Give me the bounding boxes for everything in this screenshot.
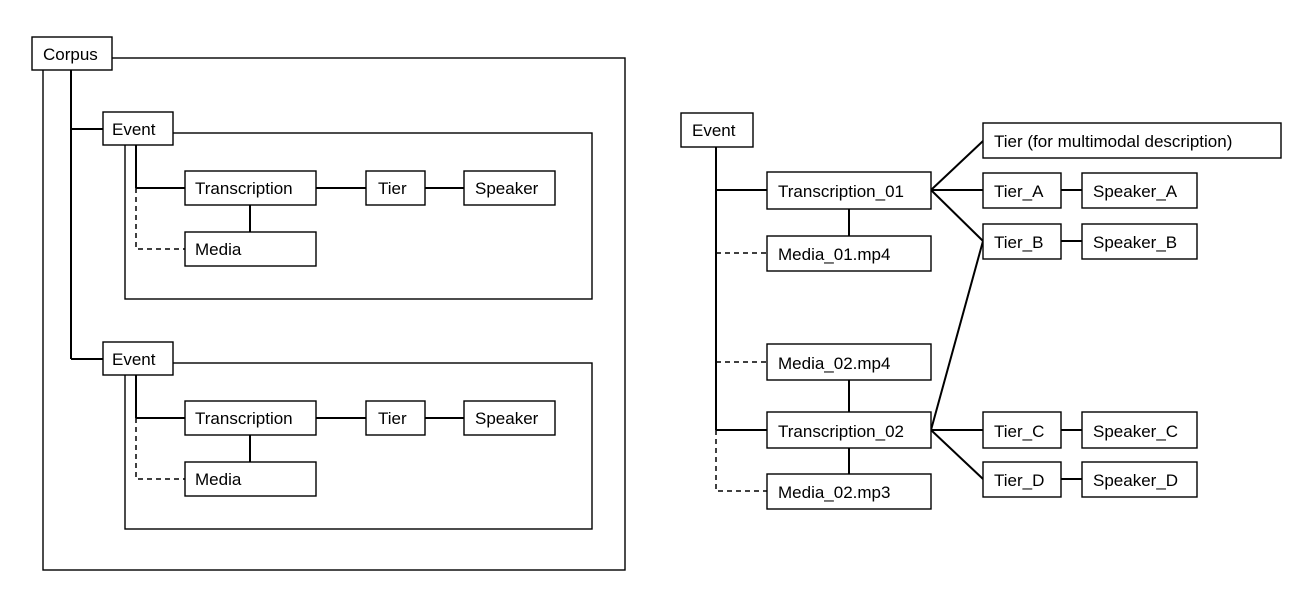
media-node-1: Media	[184, 231, 317, 267]
transcription-01-label: Transcription_01	[778, 182, 904, 201]
tier-c-label: Tier_C	[994, 422, 1044, 441]
speaker-d-node: Speaker_D	[1081, 461, 1198, 498]
tier-multimodal-label: Tier (for multimodal description)	[994, 132, 1232, 151]
event-to-media-02-mp3-dashed	[715, 430, 767, 492]
tier-label: Tier	[378, 409, 407, 428]
media-01-mp4-node: Media_01.mp4	[766, 235, 932, 272]
event-2-to-media-dashed	[135, 418, 185, 480]
speaker-label: Speaker	[475, 409, 539, 428]
event-frame-2	[124, 362, 593, 530]
media-02-mp3-node: Media_02.mp3	[766, 473, 932, 510]
event-label: Event	[112, 120, 156, 139]
media-label: Media	[195, 240, 242, 259]
event-node-1: Event	[102, 111, 174, 146]
event-node-2: Event	[102, 341, 174, 376]
transcription-label: Transcription	[195, 409, 293, 428]
tier-node-1: Tier	[365, 170, 426, 206]
tier-a-label: Tier_A	[994, 182, 1044, 201]
transcription-node-2: Transcription	[184, 400, 317, 436]
left-diagram: Corpus Event Transcription Tier Speaker …	[31, 36, 626, 571]
tier-c-node: Tier_C	[982, 411, 1062, 449]
tier-b-label: Tier_B	[994, 233, 1043, 252]
tier-b-node: Tier_B	[982, 223, 1062, 260]
speaker-label: Speaker	[475, 179, 539, 198]
corpus-frame	[42, 57, 626, 571]
speaker-a-node: Speaker_A	[1081, 172, 1198, 209]
media-02-mp4-label: Media_02.mp4	[778, 354, 890, 373]
right-diagram: Event Transcription_01 Media_01.mp4 Medi…	[680, 112, 1282, 510]
transcription-01-to-tier-b	[930, 189, 984, 242]
event-label: Event	[692, 121, 736, 140]
event-1-to-media-dashed	[135, 188, 185, 250]
speaker-c-label: Speaker_C	[1093, 422, 1178, 441]
media-01-mp4-label: Media_01.mp4	[778, 245, 890, 264]
transcription-node-1: Transcription	[184, 170, 317, 206]
media-02-mp4-node: Media_02.mp4	[766, 343, 932, 381]
transcription-01-to-tier-multimodal	[930, 140, 984, 191]
media-label: Media	[195, 470, 242, 489]
event-frame-1	[124, 132, 593, 300]
tier-multimodal-node: Tier (for multimodal description)	[982, 122, 1282, 159]
event-node: Event	[680, 112, 754, 148]
speaker-d-label: Speaker_D	[1093, 471, 1178, 490]
media-02-mp3-label: Media_02.mp3	[778, 483, 890, 502]
speaker-b-node: Speaker_B	[1081, 223, 1198, 260]
tier-d-node: Tier_D	[982, 461, 1062, 498]
transcription-02-label: Transcription_02	[778, 422, 904, 441]
corpus-label: Corpus	[43, 45, 98, 64]
transcription-label: Transcription	[195, 179, 293, 198]
tier-d-label: Tier_D	[994, 471, 1044, 490]
event-label: Event	[112, 350, 156, 369]
media-node-2: Media	[184, 461, 317, 497]
tier-label: Tier	[378, 179, 407, 198]
speaker-node-2: Speaker	[463, 400, 556, 436]
transcription-02-node: Transcription_02	[766, 411, 932, 449]
tier-a-node: Tier_A	[982, 172, 1062, 209]
speaker-b-label: Speaker_B	[1093, 233, 1177, 252]
transcription-02-to-tier-b	[930, 240, 984, 431]
corpus-node: Corpus	[31, 36, 113, 71]
transcription-02-to-tier-d	[930, 429, 984, 480]
transcription-01-node: Transcription_01	[766, 171, 932, 210]
speaker-c-node: Speaker_C	[1081, 411, 1198, 449]
speaker-node-1: Speaker	[463, 170, 556, 206]
speaker-a-label: Speaker_A	[1093, 182, 1178, 201]
tier-node-2: Tier	[365, 400, 426, 436]
